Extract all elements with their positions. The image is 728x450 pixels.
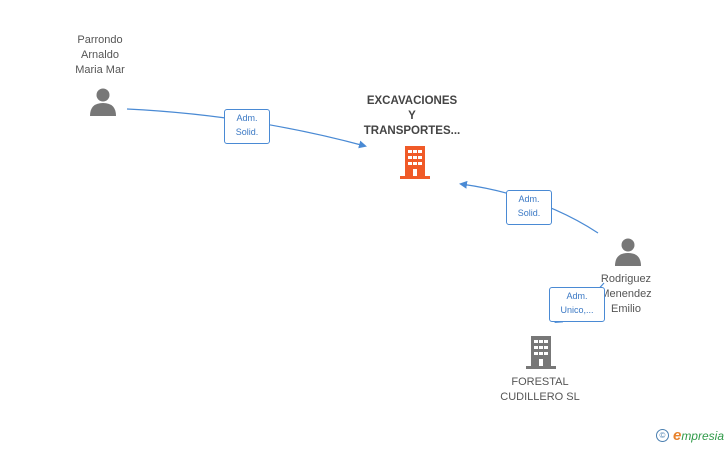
person-icon[interactable] [613,237,643,267]
role-line: Adm. [518,194,540,204]
person-name-line: Emilio [611,303,641,315]
company-name-line: CUDILLERO SL [500,391,580,403]
person-label-parrondo[interactable]: Parrondo Arnaldo Maria Mar [60,33,140,78]
person-name-line: Parrondo [77,34,123,46]
company-name-line: EXCAVACIONES [366,95,458,107]
person-name-line: Maria Mar [75,64,125,76]
edge-label-parrondo-excavaciones[interactable]: Adm. Solid. [224,109,270,144]
building-icon[interactable] [525,335,557,369]
person-icon[interactable] [88,87,118,117]
company-name-line: FORESTAL [511,376,569,388]
person-name-line: Menendez [600,288,652,300]
company-label-excavaciones[interactable]: EXCAVACIONES Y TRANSPORTES... [352,94,472,139]
role-line: Solid. [235,127,259,137]
edge-label-rodriguez-forestal[interactable]: Adm. Unico,... [549,287,605,322]
company-name-line: TRANSPORTES... [363,125,461,137]
role-line: Solid. [517,208,541,218]
role-line: Adm. [236,113,258,123]
person-name-line: Arnaldo [81,49,119,61]
brand-logo: empresia [672,427,724,444]
company-name-line: Y [408,110,416,122]
company-label-forestal[interactable]: FORESTAL CUDILLERO SL [490,375,590,405]
copyright-icon: © [655,429,669,442]
edge-label-rodriguez-excavaciones[interactable]: Adm. Solid. [506,190,552,225]
building-icon[interactable] [399,145,431,179]
person-label-rodriguez[interactable]: Rodriguez Menendez Emilio [588,272,664,317]
role-line: Unico,... [560,305,594,315]
empresia-watermark: © empresia [655,427,724,444]
person-name-line: Rodriguez [600,273,652,285]
role-line: Adm. [566,291,588,301]
